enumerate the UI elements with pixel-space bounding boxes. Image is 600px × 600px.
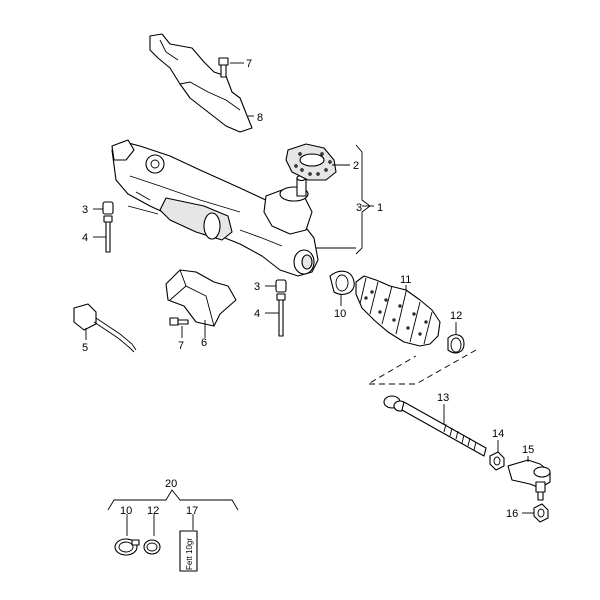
callout-7-top: 7 (246, 58, 252, 70)
callout-1: 1 (377, 202, 383, 214)
bolt-part-4-right (276, 293, 286, 337)
clamp-part-12-right (447, 334, 465, 354)
callout-20: 20 (165, 478, 177, 490)
clamp-part-12-kit (143, 539, 161, 555)
callout-17: 17 (186, 505, 198, 517)
callout-7-lower: 7 (178, 340, 184, 352)
callout-2: 2 (353, 160, 359, 172)
bellows-boot-part-11 (355, 275, 441, 347)
callout-14: 14 (492, 428, 504, 440)
repair-kit-part-20 (107, 489, 239, 536)
grease-label: Fett 10gr (185, 538, 194, 570)
callout-3-group: 3 (356, 202, 362, 214)
clamp-part-10-kit (114, 538, 140, 556)
callout-4-left: 4 (82, 232, 88, 244)
dashed-assembly-connector (366, 349, 477, 385)
callout-8: 8 (257, 112, 263, 124)
tie-rod-part-13 (383, 395, 487, 457)
callout-3-right: 3 (254, 281, 260, 293)
nut-part-16 (533, 503, 549, 523)
leader-lines (85, 62, 534, 514)
callout-12-right: 12 (450, 310, 462, 322)
lock-nut-part-14 (489, 451, 505, 471)
steering-rack-assembly-part-1 (111, 139, 319, 277)
cover-plate-part-6 (165, 269, 237, 327)
clamp-part-10-right (329, 270, 355, 295)
callout-13: 13 (437, 392, 449, 404)
callout-3-left: 3 (82, 204, 88, 216)
heat-shield-part-8 (149, 33, 253, 133)
callout-16: 16 (506, 508, 518, 520)
callout-10-right: 10 (334, 308, 346, 320)
callout-6: 6 (201, 337, 207, 349)
callout-15: 15 (522, 444, 534, 456)
bushing-part-3-left (102, 201, 114, 215)
callout-10-kit: 10 (120, 505, 132, 517)
callout-4-right: 4 (254, 308, 260, 320)
tie-rod-end-part-15 (507, 459, 551, 501)
rubber-mount-part-2 (285, 143, 337, 181)
screw-part-7-lower (169, 317, 189, 326)
callout-11: 11 (400, 274, 411, 286)
bolt-part-7-top (218, 57, 229, 78)
callout-5: 5 (82, 342, 88, 354)
bolt-part-4-left (103, 215, 113, 253)
grease-packet-part-17: Fett 10gr (179, 530, 198, 572)
callout-12-kit: 12 (147, 505, 159, 517)
sensor-cable-part-5 (73, 303, 137, 353)
bushing-part-3-right (275, 279, 287, 293)
callout-labels: 7 8 2 3 1 3 4 3 4 7 6 5 10 11 12 13 14 1… (82, 58, 534, 520)
